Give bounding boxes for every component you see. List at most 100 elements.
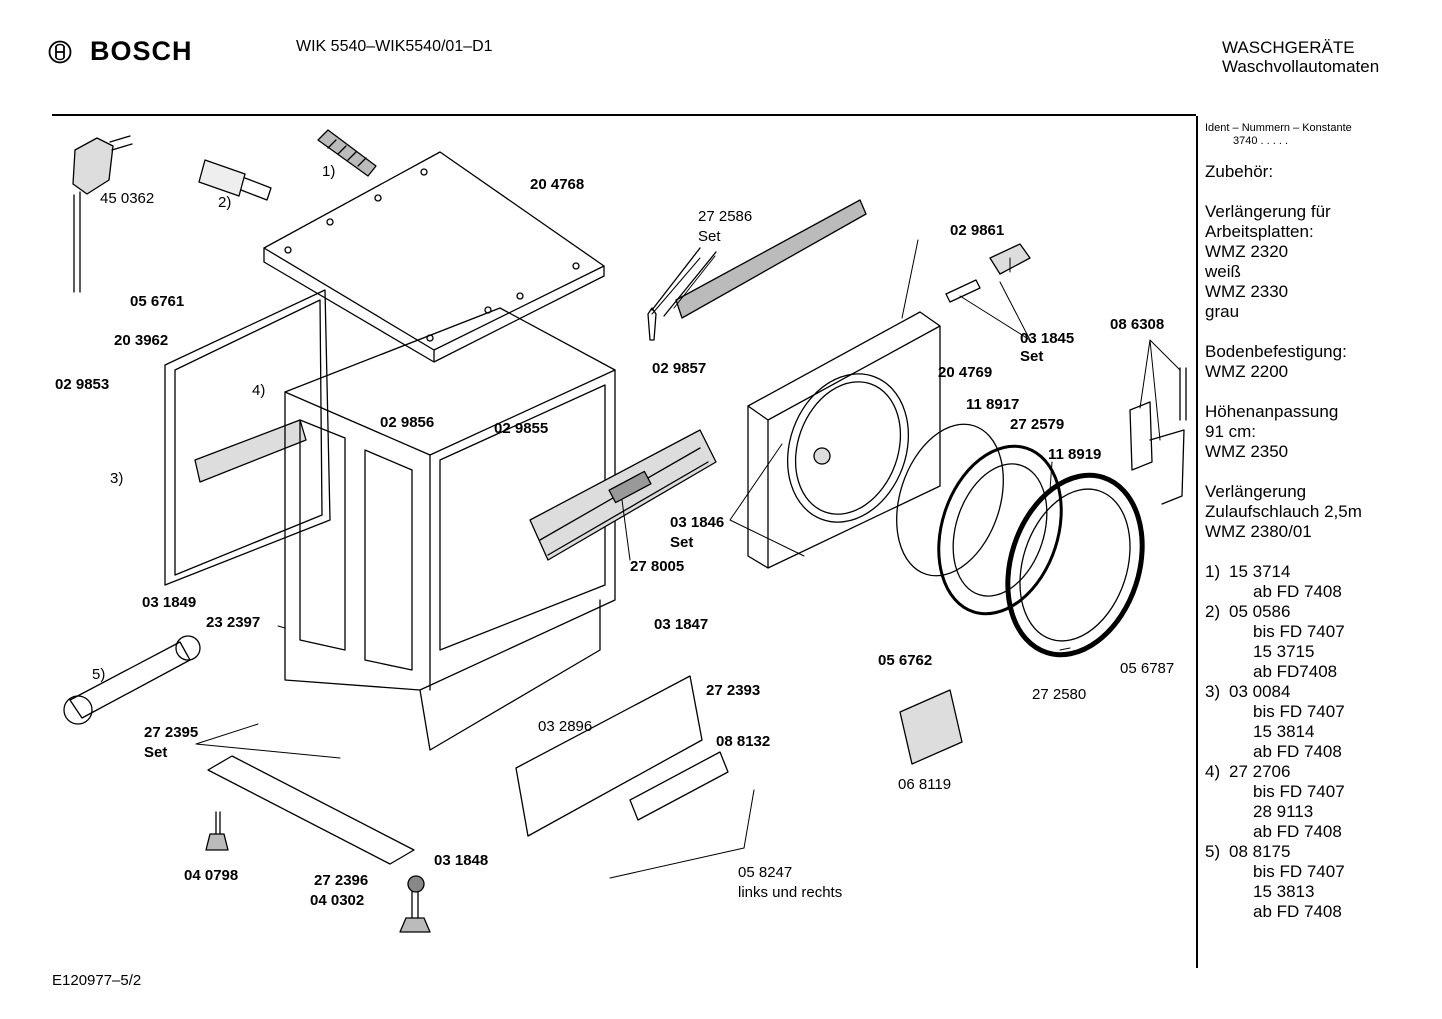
footnote-line: bis FD 7407 [1253, 702, 1345, 721]
footnote-line: bis FD 7407 [1253, 782, 1345, 801]
part-label: 20 3962 [114, 332, 169, 349]
power-plug-icon [72, 135, 133, 293]
control-panel-assembly [529, 429, 717, 561]
footnote-line: bis FD 7407 [1253, 622, 1345, 641]
brand-name: BOSCH [90, 36, 193, 66]
part-label: 27 2396 [314, 872, 369, 889]
top-cover-plate [263, 151, 605, 363]
accessory-group: Höhenanpassung 91 cm: WMZ 2350 [1205, 402, 1435, 462]
part-label: Set [1020, 348, 1044, 365]
leader-lines [195, 239, 1181, 879]
part-label: 23 2397 [206, 614, 261, 631]
part-label: 27 2586 [698, 208, 753, 225]
part-label: 05 8247 [738, 864, 793, 881]
part-label: 02 9856 [380, 414, 435, 431]
part-label: 05 6761 [130, 293, 185, 310]
adjustable-foot [205, 811, 229, 851]
door-seal [896, 423, 1004, 577]
brand-logo: BOSCH [48, 36, 193, 67]
side-panel [164, 289, 331, 586]
ident-value: 3740 . . . . . [1233, 135, 1289, 147]
model-title: WIK 5540–WIK5540/01–D1 [296, 38, 493, 55]
part-label: 08 6308 [1110, 316, 1165, 333]
part-label: 27 2393 [706, 682, 761, 699]
accessory-group: Verlängerung Zulaufschlauch 2,5m WMZ 238… [1205, 482, 1435, 542]
part-label: 04 0302 [310, 892, 365, 909]
part-label: links und rechts [738, 884, 843, 901]
accessory-sidebar: Ident – Nummern – Konstante 3740 . . . .… [1205, 122, 1435, 922]
exploded-view-drawing [63, 129, 1187, 933]
part-label: Set [144, 744, 168, 761]
part-label: 03 1848 [434, 852, 489, 869]
part-label: 45 0362 [100, 190, 155, 207]
service-cover [899, 689, 963, 765]
part-label: 05 6787 [1120, 660, 1175, 677]
footnote-number: 4) [1205, 762, 1221, 781]
bottom-rail [515, 675, 729, 837]
part-label: 02 9857 [652, 360, 707, 377]
accessory-line: Bodenbefestigung: [1205, 342, 1347, 361]
footnote-number: 1) [1205, 562, 1221, 581]
part-label: 11 8917 [966, 396, 1020, 413]
part-label: 04 0798 [184, 867, 239, 884]
footnote-number: 2) [1205, 602, 1221, 621]
accessory-group: Verlängerung für Arbeitsplatten: WMZ 232… [1205, 202, 1435, 322]
footnote-line: ab FD 7408 [1253, 822, 1342, 841]
footnote-line: 15 3813 [1253, 882, 1315, 901]
sidebar-divider [1196, 116, 1198, 968]
part-label: 03 2896 [538, 718, 593, 735]
part-label: 27 2580 [1032, 686, 1087, 703]
accessories-title: Zubehör: [1205, 162, 1274, 181]
part-label: 27 2579 [1010, 416, 1065, 433]
accessory-line: Arbeitsplatten: [1205, 222, 1314, 241]
accessory-line: WMZ 2380/01 [1205, 522, 1312, 541]
door-ring-inner [937, 444, 1063, 616]
part-label: 3) [110, 470, 124, 487]
part-label: 02 9855 [494, 420, 549, 437]
accessory-line: WMZ 2350 [1205, 442, 1289, 461]
footnote-line: ab FD 7408 [1253, 742, 1342, 761]
accessory-line: WMZ 2330 [1205, 282, 1289, 301]
adjustable-foot [399, 875, 431, 933]
part-label: Set [670, 534, 694, 551]
footnote-line: 03 0084 [1229, 682, 1291, 701]
accessory-line: Verlängerung für [1205, 202, 1331, 221]
part-label: 03 1845 [1020, 330, 1075, 347]
accessory-line: Höhenanpassung [1205, 402, 1339, 421]
accessory-line: 91 cm: [1205, 422, 1257, 441]
part-label: 05 6762 [878, 652, 933, 669]
footnote-line: 27 2706 [1229, 762, 1291, 781]
footnote-line: 08 8175 [1229, 842, 1291, 861]
category-line: Waschvollautomaten [1222, 57, 1380, 76]
ident-label: Ident – Nummern – Konstante [1205, 122, 1352, 134]
footnote-line: 15 3814 [1253, 722, 1315, 741]
accessory-line: weiß [1205, 262, 1241, 281]
accessory-line: grau [1205, 302, 1240, 321]
part-label: 4) [252, 382, 266, 399]
category-line: WASCHGERÄTE [1222, 38, 1355, 57]
spring-icon [317, 129, 377, 177]
accessory-line: Zulaufschlauch 2,5m [1205, 502, 1362, 521]
part-label: 5) [92, 666, 106, 683]
footnote-number: 3) [1205, 682, 1221, 701]
part-label: 27 2395 [144, 724, 199, 741]
bosch-armature-icon [48, 40, 72, 63]
height-bracket [1129, 367, 1187, 505]
part-label: 11 8919 [1048, 446, 1102, 463]
footnote-line: 28 9113 [1253, 802, 1314, 821]
document-id: E120977–5/2 [52, 972, 142, 989]
footnote-line: 15 3714 [1229, 562, 1291, 581]
accessory-line: WMZ 2320 [1205, 242, 1289, 261]
part-label: Set [698, 228, 721, 245]
floor-strip [207, 755, 415, 865]
accessory-line: WMZ 2200 [1205, 362, 1289, 381]
door-hinge [945, 243, 1031, 303]
footnote-line: ab FD7408 [1253, 662, 1338, 681]
part-label: 03 1846 [670, 514, 725, 531]
part-label: 02 9861 [950, 222, 1005, 239]
